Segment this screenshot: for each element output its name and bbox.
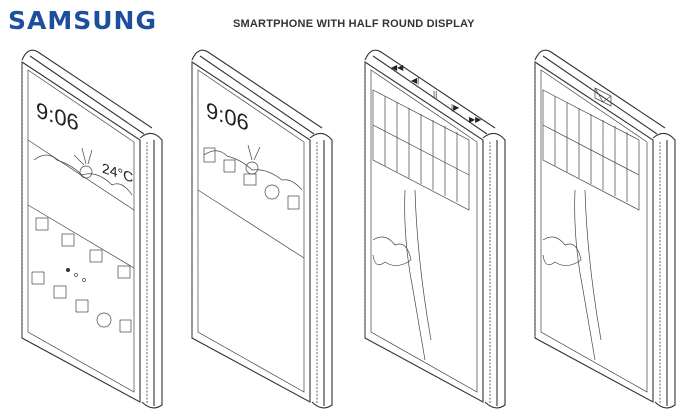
contacts-icon[interactable] [223, 159, 236, 173]
phone-icon[interactable] [203, 147, 216, 163]
folded-paper-sketch [542, 89, 640, 211]
fast-forward-icon[interactable]: ▶▶ [469, 115, 482, 124]
calendar-icon[interactable] [61, 233, 75, 247]
app-icons [31, 217, 132, 333]
apps-grid-icon[interactable] [119, 319, 132, 333]
page-title: SMARTPHONE WITH HALF ROUND DISPLAY [233, 18, 475, 30]
phone-4-figure [534, 49, 676, 409]
next-icon[interactable]: |▶ [451, 103, 460, 112]
rewind-icon[interactable]: ◀◀ [391, 63, 404, 72]
folded-paper-sketch [372, 89, 470, 211]
app-icon[interactable] [35, 217, 49, 231]
pause-icon[interactable]: || [433, 90, 437, 99]
app-icon[interactable] [117, 265, 131, 279]
landscape-sketch [33, 154, 133, 196]
previous-icon[interactable]: ◀| [411, 76, 419, 85]
phone-2-figure: 9:06 [191, 49, 333, 409]
phone-1-figure: 9:06 24°C [21, 49, 163, 409]
mail-icon[interactable] [243, 173, 257, 186]
samsung-logo: SAMSUNG [8, 6, 157, 35]
browser-icon[interactable] [96, 312, 112, 328]
sun-icon [79, 165, 93, 179]
contacts-icon[interactable] [53, 285, 67, 299]
browser-icon[interactable] [264, 184, 280, 200]
envelope-icon[interactable] [594, 87, 612, 107]
phone-3-figure: ◀◀ ◀| || |▶ ▶▶ [364, 49, 506, 409]
tree-sketch [542, 236, 582, 266]
apps-grid-icon[interactable] [287, 195, 300, 210]
edge-media-controls: ◀◀ ◀| || |▶ ▶▶ [391, 63, 482, 124]
phone-icon[interactable] [31, 271, 45, 285]
music-icon[interactable] [89, 249, 103, 263]
mail-icon[interactable] [75, 299, 89, 313]
tree-sketch [372, 236, 412, 266]
